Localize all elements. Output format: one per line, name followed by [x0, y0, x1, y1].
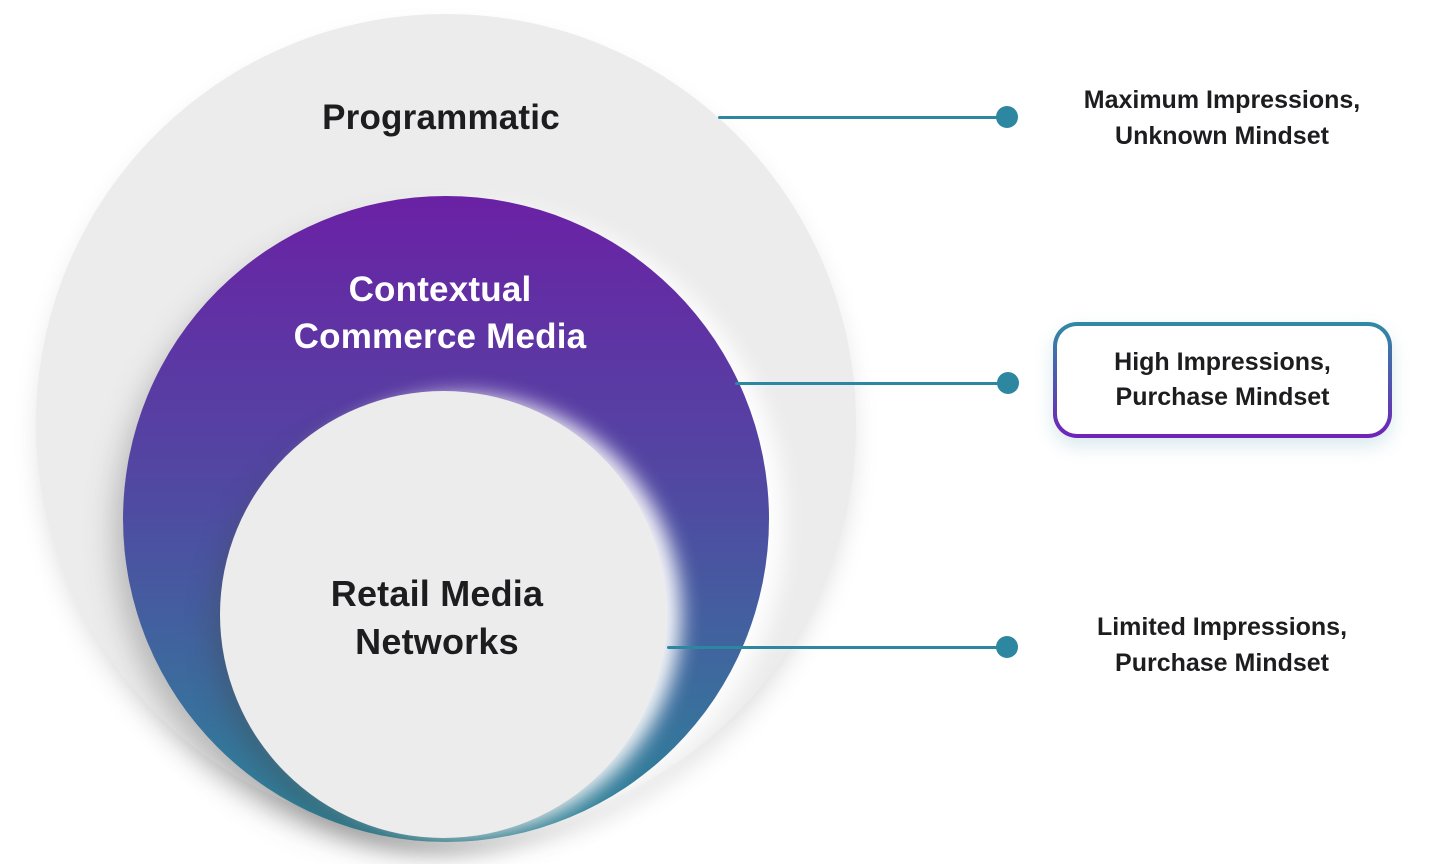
contextual-commerce-media-label: Contextual Commerce Media: [190, 266, 690, 360]
retail-media-networks-label-line2: Networks: [355, 621, 519, 662]
annotation-maximum-impressions-line2: Unknown Mindset: [1115, 122, 1329, 150]
leader-line-retail-media-networks: [667, 646, 1007, 649]
annotation-limited-impressions: Limited Impressions, Purchase Mindset: [1040, 609, 1404, 681]
annotation-high-impressions-box: High Impressions, Purchase Mindset: [1053, 322, 1392, 438]
leader-dot-icon: [997, 372, 1019, 394]
annotation-limited-impressions-line2: Purchase Mindset: [1115, 649, 1329, 677]
annotation-high-impressions-line1: High Impressions,: [1114, 348, 1331, 376]
annotation-maximum-impressions-line1: Maximum Impressions,: [1083, 86, 1361, 114]
circle-retail-media-networks: [220, 391, 667, 838]
contextual-commerce-media-label-line1: Contextual: [348, 270, 532, 309]
retail-media-networks-label: Retail Media Networks: [187, 570, 687, 666]
leader-dot-icon: [996, 636, 1018, 658]
annotation-maximum-impressions: Maximum Impressions, Unknown Mindset: [1040, 82, 1404, 154]
annotation-high-impressions-line2: Purchase Mindset: [1115, 383, 1330, 411]
contextual-commerce-media-label-line2: Commerce Media: [293, 317, 587, 356]
annotation-high-impressions: High Impressions, Purchase Mindset: [1057, 326, 1388, 434]
leader-line-contextual-commerce-media: [735, 382, 1008, 385]
retail-media-networks-label-line1: Retail Media: [330, 573, 544, 614]
leader-line-programmatic: [718, 116, 1007, 119]
programmatic-label: Programmatic: [322, 98, 560, 137]
leader-dot-icon: [996, 106, 1018, 128]
annotation-limited-impressions-line1: Limited Impressions,: [1096, 613, 1348, 641]
